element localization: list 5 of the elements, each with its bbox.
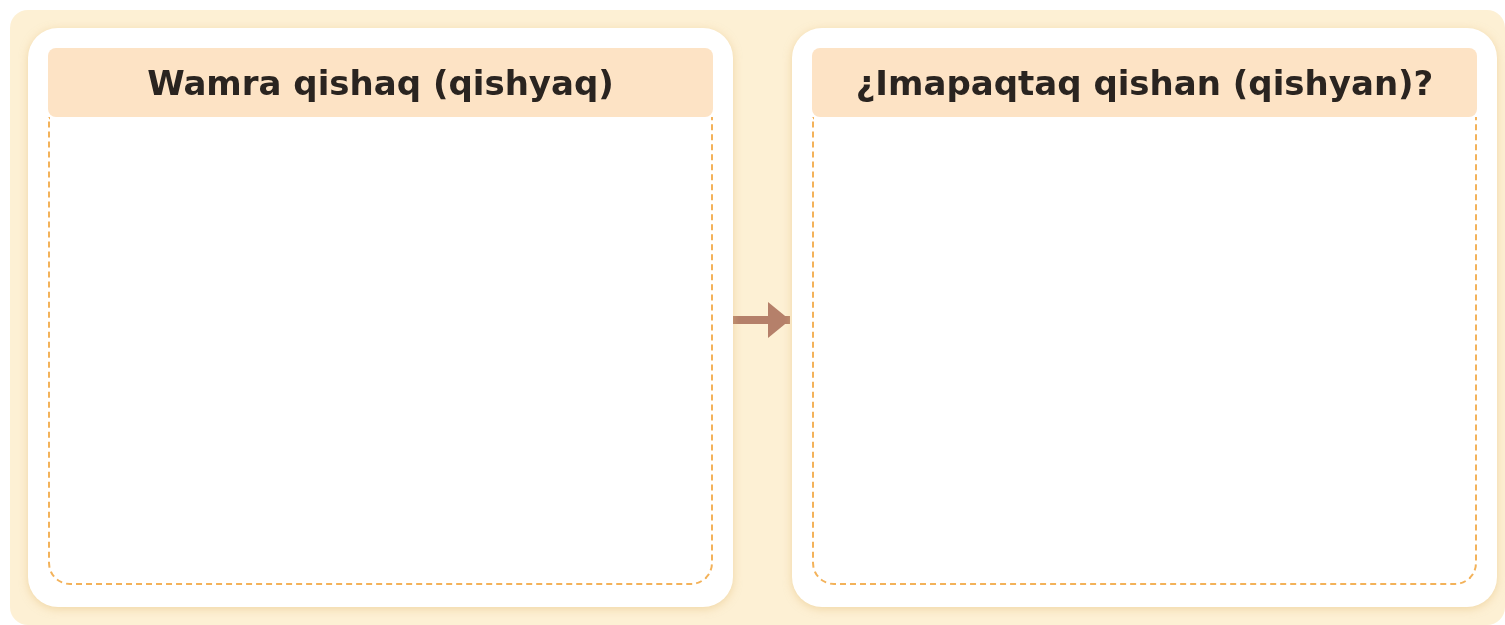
card-heading: ¿Imapaqtaq qishan (qishyan)? bbox=[812, 48, 1477, 117]
card bbox=[28, 28, 733, 607]
card-heading: Wamra qishaq (qishyaq) bbox=[48, 48, 713, 117]
card bbox=[792, 28, 1497, 607]
arrow bbox=[733, 302, 790, 338]
